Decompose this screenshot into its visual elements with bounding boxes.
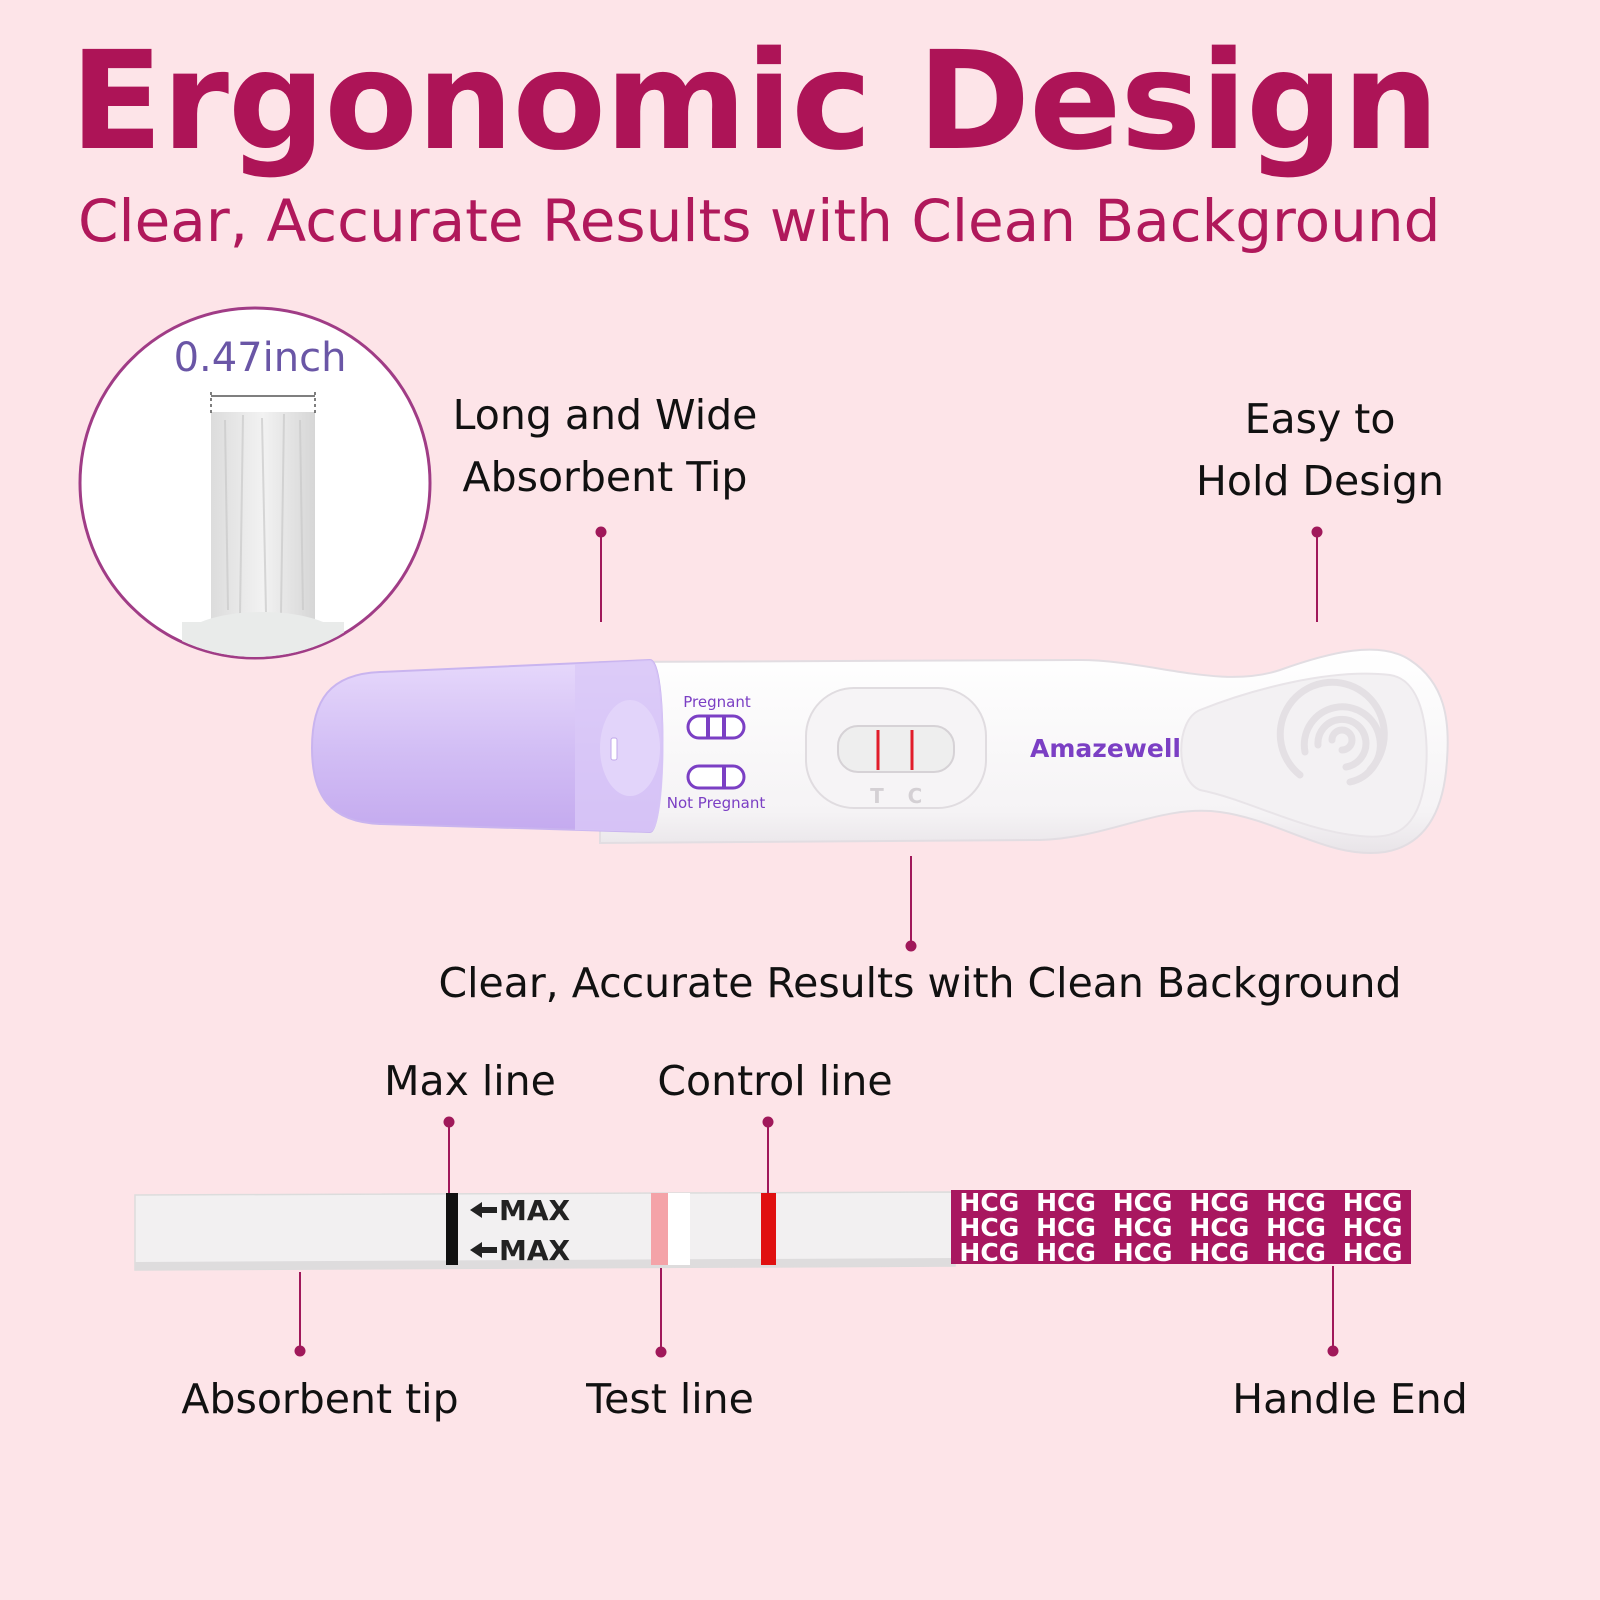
test-strip [134, 1190, 1411, 1271]
result-window [805, 687, 987, 809]
tip-callout-line1: Long and Wide [452, 391, 758, 439]
not-pregnant-label: Not Pregnant [666, 794, 766, 812]
pregnant-label: Pregnant [683, 693, 751, 711]
arrow-left-icon [470, 1202, 497, 1218]
max-line-mark [446, 1193, 458, 1265]
window-t-label: T [870, 784, 884, 808]
max-line-label: Max line [384, 1057, 556, 1105]
tip-callout-line2: Absorbent Tip [462, 453, 748, 501]
pregnant-indicator-icon [686, 714, 746, 740]
tip-width-label: 0.47inch [173, 335, 347, 381]
max-label-1: MAX [499, 1194, 571, 1227]
control-line-mark [761, 1193, 776, 1265]
not-pregnant-indicator-icon [686, 764, 746, 790]
brand-logo: Amazewell [1030, 734, 1181, 763]
test-line-mark [651, 1193, 668, 1265]
hold-callout-line1: Easy to [1244, 395, 1396, 443]
fingerprint-icon [1276, 678, 1388, 786]
page-subtitle: Clear, Accurate Results with Clean Backg… [78, 187, 1441, 255]
page-title: Ergonomic Design [70, 23, 1439, 181]
handle-end-label: Handle End [1232, 1375, 1468, 1423]
control-line-label: Control line [657, 1057, 893, 1105]
handle-band [951, 1190, 1411, 1264]
absorbent-tip-closeup [78, 306, 432, 660]
arrow-left-icon [470, 1242, 497, 1258]
hold-callout-line2: Hold Design [1196, 457, 1444, 505]
pregnancy-test-device [310, 648, 1449, 855]
max-label-2: MAX [499, 1234, 571, 1267]
absorbent-tip-label: Absorbent tip [181, 1375, 459, 1423]
test-line-label: Test line [586, 1375, 754, 1423]
window-c-label: C [907, 784, 923, 808]
results-callout: Clear, Accurate Results with Clean Backg… [438, 959, 1402, 1007]
